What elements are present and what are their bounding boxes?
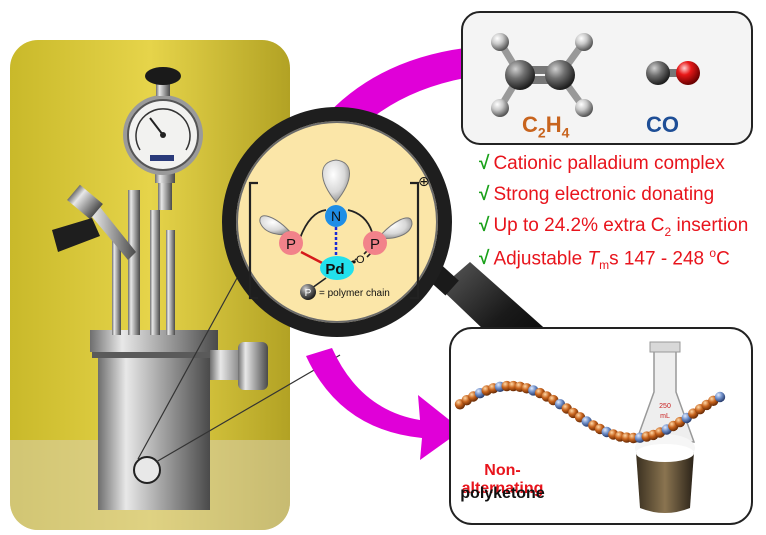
feature-2-text: Strong electronic donating — [493, 184, 715, 205]
feature-1-text: Cationic palladium complex — [493, 153, 725, 174]
check-icon: √ — [479, 153, 490, 174]
right-bracket — [410, 181, 420, 300]
carbon-monoxide-icon — [646, 61, 700, 85]
monomer-box — [461, 11, 753, 145]
ethylene-h: H — [545, 112, 562, 137]
product-arrow — [306, 348, 462, 460]
flask-volume-label: 250 — [659, 403, 671, 410]
flask-unit-label: mL — [660, 413, 670, 420]
product-name-line1: Non-alternating — [461, 462, 544, 497]
atom-p-left: P — [286, 236, 296, 253]
p-left-substituent-lobe — [259, 215, 293, 236]
atom-p-right: P — [370, 236, 380, 253]
atom-pd: Pd — [325, 261, 344, 278]
atom-n: N — [331, 208, 341, 224]
pd-charge-dot: • — [352, 255, 356, 269]
feature-3-text: Up to 24.2% extra C — [493, 215, 665, 236]
feature-4-sub: m — [599, 258, 610, 273]
feature-4-text-mid: s 147 - 248 — [609, 248, 710, 270]
co-label: CO — [646, 112, 679, 137]
reactor-photo — [10, 40, 341, 530]
feature-4-unit: C — [716, 248, 730, 270]
feature-4: √Adjustable Tms 147 - 248 oC — [479, 246, 730, 272]
product-name-line2: polyketone — [460, 485, 545, 502]
n-substituent-lobe — [322, 159, 350, 203]
feature-4-text: Adjustable — [493, 248, 588, 270]
product-box: 250 mL — [449, 327, 753, 525]
feature-2: √Strong electronic donating — [479, 184, 714, 206]
check-icon: √ — [479, 184, 490, 205]
polymer-chain-label: = polymer chain — [319, 288, 390, 299]
pd-complex: ⊕ N P P Pd • O P = polymer chain — [248, 159, 430, 300]
polymer-chain — [454, 380, 726, 444]
chain-bead-ethylene — [714, 391, 726, 403]
feature-3: √Up to 24.2% extra C2 insertion — [479, 215, 748, 239]
feature-4-italic: T — [587, 248, 600, 270]
magnifier-rim — [222, 107, 452, 337]
feature-3-sub: 2 — [664, 224, 672, 239]
ethylene-h-sub: 4 — [561, 124, 570, 141]
polymer-atom: P — [305, 288, 312, 299]
ethylene-c: C — [522, 112, 538, 137]
feature-4-sup: o — [709, 246, 717, 260]
ethylene-icon — [491, 33, 593, 117]
cationic-charge: ⊕ — [418, 173, 430, 189]
ethylene-c-sub: 2 — [537, 124, 546, 141]
atom-o: O — [356, 254, 365, 266]
feature-3-text-end: insertion — [671, 215, 749, 236]
flask-photo: 250 mL — [630, 332, 700, 520]
check-icon: √ — [479, 215, 490, 236]
feature-1: √Cationic palladium complex — [479, 153, 725, 175]
check-icon: √ — [479, 248, 490, 270]
p-right-substituent-lobe — [377, 217, 413, 239]
ethylene-label: C2H4 — [522, 112, 569, 140]
left-bracket — [248, 181, 258, 300]
